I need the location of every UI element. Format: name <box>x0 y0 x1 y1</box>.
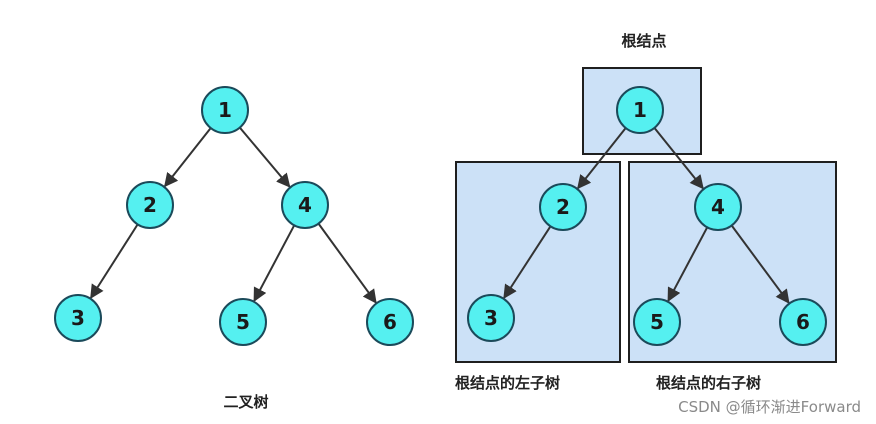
tree-node: 2 <box>539 183 587 231</box>
left-tree: 1 2 4 3 5 6 <box>54 86 414 346</box>
watermark: CSDN @循环渐进Forward <box>678 398 861 416</box>
right-tree-edges <box>503 127 790 304</box>
tree-edge-l1-l2 <box>164 127 212 188</box>
tree-node: 6 <box>366 298 414 346</box>
tree-edge-r1-r4 <box>653 127 704 190</box>
node-label: 4 <box>298 193 312 217</box>
tree-edge-r4-r5 <box>667 226 709 303</box>
tree-edge-r2-r3 <box>503 225 552 300</box>
tree-edge-r4-r6 <box>730 224 790 304</box>
node-label: 3 <box>484 306 498 330</box>
left-tree-edges <box>90 126 377 304</box>
tree-node: 4 <box>694 183 742 231</box>
node-label: 2 <box>556 195 570 219</box>
tree-node: 3 <box>54 294 102 342</box>
tree-node: 4 <box>281 181 329 229</box>
right-tree: 1 2 4 3 5 6 <box>467 86 827 346</box>
tree-edge-r1-r2 <box>577 127 627 190</box>
tree-node: 5 <box>633 298 681 346</box>
tree-node: 2 <box>126 181 174 229</box>
node-label: 4 <box>711 195 725 219</box>
node-label: 1 <box>218 98 232 122</box>
tree-edge-l1-l4 <box>239 126 291 188</box>
tree-node: 6 <box>779 298 827 346</box>
node-label: 1 <box>633 98 647 122</box>
tree-node: 1 <box>616 86 664 134</box>
binary-tree-caption: 二叉树 <box>223 393 268 411</box>
tree-edge-l4-l5 <box>253 224 296 303</box>
root-label: 根结点 <box>621 32 666 50</box>
tree-edge-l4-l6 <box>317 223 377 304</box>
right-subtree-label: 根结点的右子树 <box>656 374 761 392</box>
node-label: 5 <box>650 310 664 334</box>
tree-node: 5 <box>219 298 267 346</box>
tree-node: 3 <box>467 294 515 342</box>
tree-node: 1 <box>201 86 249 134</box>
tree-edge-l2-l3 <box>90 223 139 299</box>
node-label: 6 <box>383 310 397 334</box>
node-label: 5 <box>236 310 250 334</box>
left-subtree-label: 根结点的左子树 <box>455 374 560 392</box>
node-label: 6 <box>796 310 810 334</box>
node-label: 2 <box>143 193 157 217</box>
node-label: 3 <box>71 306 85 330</box>
